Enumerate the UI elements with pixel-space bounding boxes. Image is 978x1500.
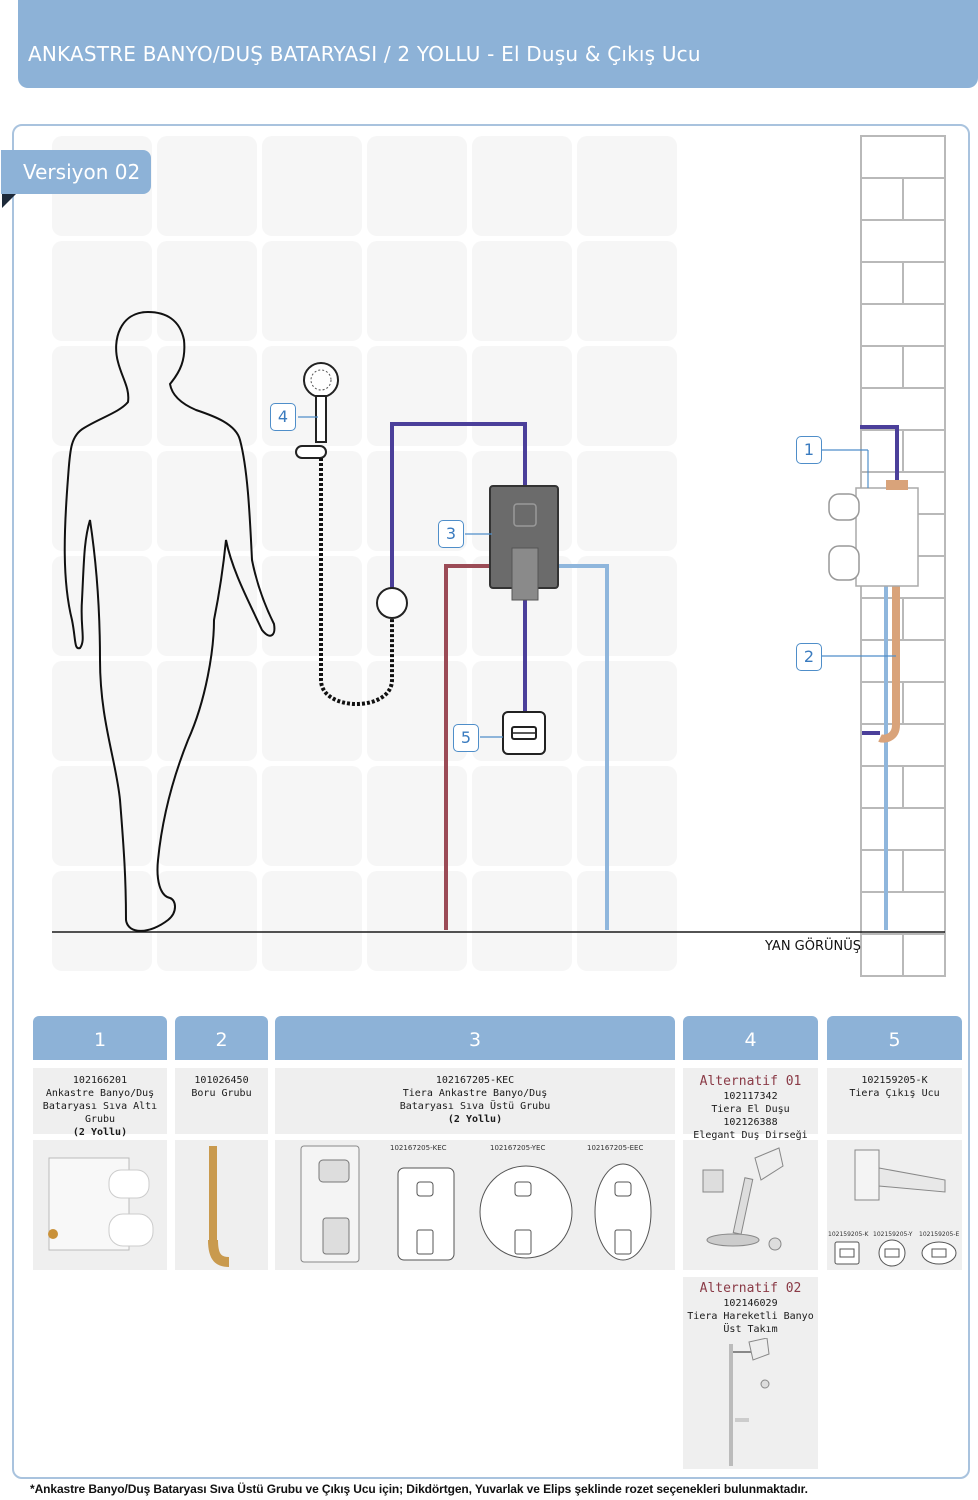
alternative-2-code: 102146029 xyxy=(723,1298,778,1309)
valve-side-view xyxy=(828,480,919,587)
footnote: *Ankastre Banyo/Duş Bataryası Sıva Üstü … xyxy=(30,1482,808,1496)
column-2-info: 101026450 Boru Grubu xyxy=(175,1068,268,1134)
column-2-image xyxy=(175,1140,268,1270)
column-5-info: 102159205-K Tiera Çıkış Ucu xyxy=(827,1068,962,1134)
tile-wall xyxy=(52,136,680,976)
callout-1: 1 xyxy=(796,436,822,464)
brick xyxy=(860,261,904,305)
product-code: 102167205-KEC xyxy=(435,1075,515,1086)
brick xyxy=(902,177,946,221)
outlet-spout xyxy=(502,711,546,755)
column-1-info: 102166201 Ankastre Banyo/Duş Bataryası S… xyxy=(33,1068,167,1138)
mixer-variants-image xyxy=(300,1145,652,1263)
callout-2: 2 xyxy=(796,643,822,671)
concealed-body-image xyxy=(48,1157,154,1251)
alternative-2-box: Alternatif 02 102146029 Tiera Hareketli … xyxy=(683,1277,818,1469)
callout-5: 5 xyxy=(453,724,479,752)
product-code: 102166201 xyxy=(72,1075,128,1086)
brick xyxy=(902,681,946,725)
spout-image xyxy=(834,1149,957,1267)
brick xyxy=(902,933,946,977)
product-name: Tiera Çıkış Ucu xyxy=(849,1088,940,1099)
hand-shower-image xyxy=(702,1147,784,1251)
column-4-info: Alternatif 01 102117342 Tiera El Duşu 10… xyxy=(683,1068,818,1141)
spout-variant-k: 102159205-K xyxy=(828,1231,869,1238)
variant-label-kec: 102167205-KEC xyxy=(390,1144,447,1152)
variant-label-yec: 102167205-YEC xyxy=(490,1144,546,1152)
brick xyxy=(860,135,946,179)
mixer-front xyxy=(489,485,559,601)
alternative-1-name1: Tiera El Duşu xyxy=(711,1104,790,1115)
cold-water-pipe xyxy=(558,564,609,930)
callout-leaders xyxy=(298,416,896,738)
alternative-1-name2: Elegant Duş Dirseği xyxy=(693,1130,808,1141)
pipe-group-image xyxy=(208,1146,230,1267)
hot-water-pipe xyxy=(444,564,492,930)
column-5-header: 5 xyxy=(827,1016,962,1060)
side-view-label: YAN GÖRÜNÜŞ xyxy=(765,939,862,954)
brick xyxy=(860,765,904,809)
brick xyxy=(860,891,946,935)
brick xyxy=(902,597,946,641)
column-4-header: 4 xyxy=(683,1016,818,1060)
variant-label-eec: 102167205-EEC xyxy=(587,1144,644,1152)
hand-shower xyxy=(295,362,408,706)
column-2-header: 2 xyxy=(175,1016,268,1060)
brick xyxy=(860,177,904,221)
page-title: ANKASTRE BANYO/DUŞ BATARYASI / 2 YOLLU -… xyxy=(28,42,701,66)
purple-pipes xyxy=(390,422,899,735)
callout-3: 3 xyxy=(438,520,464,548)
installation-diagram xyxy=(52,135,946,977)
callout-4: 4 xyxy=(270,403,296,431)
product-code: 102159205-K xyxy=(861,1075,928,1086)
alternative-1-code1: 102117342 xyxy=(723,1091,778,1102)
diagram-frame xyxy=(12,124,970,1479)
brick xyxy=(902,849,946,893)
brick xyxy=(860,849,904,893)
brick xyxy=(902,345,946,389)
brick xyxy=(860,723,946,767)
product-name: Tiera Ankastre Banyo/Duş Bataryası Sıva … xyxy=(399,1088,551,1112)
brick xyxy=(860,219,946,263)
spout-variant-e: 102159205-E xyxy=(919,1231,960,1238)
copper-pipe xyxy=(878,585,900,743)
alternative-1-title: Alternatif 01 xyxy=(699,1074,802,1089)
column-3-header: 3 xyxy=(275,1016,675,1060)
brick xyxy=(860,933,904,977)
column-1-header: 1 xyxy=(33,1016,167,1060)
product-note: (2 Yollu) xyxy=(72,1127,128,1138)
brick xyxy=(860,303,946,347)
version-label: Versiyon 02 xyxy=(23,160,141,184)
brick xyxy=(902,261,946,305)
shower-set-image xyxy=(729,1337,770,1466)
product-name: Boru Grubu xyxy=(191,1088,252,1099)
header-banner: ANKASTRE BANYO/DUŞ BATARYASI / 2 YOLLU -… xyxy=(18,0,978,88)
product-code: 101026450 xyxy=(194,1075,249,1086)
alternative-1-code2: 102126388 xyxy=(723,1117,778,1128)
product-note: (2 Yollu) xyxy=(447,1114,503,1125)
alternative-2-title: Alternatif 02 xyxy=(699,1281,802,1296)
alternative-2-name: Tiera Hareketli Banyo Üst Takım xyxy=(687,1311,814,1335)
column-1-image xyxy=(33,1140,167,1270)
spout-variant-y: 102159205-Y xyxy=(873,1231,913,1238)
product-name: Ankastre Banyo/Duş Bataryası Sıva Altı G… xyxy=(42,1088,158,1125)
brick xyxy=(902,429,946,473)
person-silhouette xyxy=(63,310,276,932)
column-3-image: 102167205-KEC 102167205-YEC 102167205-EE… xyxy=(275,1140,675,1270)
column-3-info: 102167205-KEC Tiera Ankastre Banyo/Duş B… xyxy=(275,1068,675,1134)
column-4-image xyxy=(683,1140,818,1270)
brick xyxy=(902,765,946,809)
brick xyxy=(860,345,904,389)
brick xyxy=(860,807,946,851)
column-5-image: 102159205-K 102159205-Y 102159205-E xyxy=(827,1140,962,1270)
brick xyxy=(860,387,946,431)
brick xyxy=(860,639,946,683)
version-tab: Versiyon 02 xyxy=(1,150,151,194)
